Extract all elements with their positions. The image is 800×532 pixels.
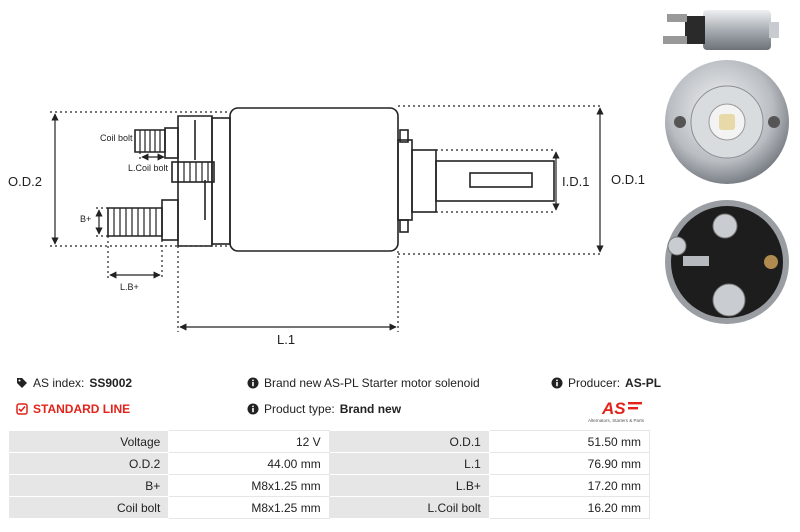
as-index-label: AS index: xyxy=(33,376,85,390)
product-info: AS index: SS9002 STANDARD LINE Brand new… xyxy=(0,370,800,426)
solenoid-technical-drawing: O.D.2 O.D.1 I.D.1 L.1 L.B+ B+ Coil bolt … xyxy=(8,105,645,347)
spec-label: L.B+ xyxy=(328,474,490,497)
spec-label: Coil bolt xyxy=(7,496,170,519)
table-row: B+ M8x1.25 mm L.B+ 17.20 mm xyxy=(7,474,651,497)
check-square-icon xyxy=(16,403,28,415)
spec-value: 44.00 mm xyxy=(168,452,330,475)
line-label: STANDARD LINE xyxy=(33,402,131,416)
l-b-plus-label: L.B+ xyxy=(120,282,139,292)
producer-label: Producer: xyxy=(568,376,621,390)
spec-value: 17.20 mm xyxy=(488,474,651,497)
solenoid-outline xyxy=(107,107,555,252)
table-row: O.D.2 44.00 mm L.1 76.90 mm xyxy=(7,452,651,475)
od1-label: O.D.1 xyxy=(611,172,645,187)
as-index: AS index: SS9002 xyxy=(16,376,132,390)
side-view-photo xyxy=(663,10,779,50)
spec-value: M8x1.25 mm xyxy=(168,496,330,519)
producer: Producer: AS-PL xyxy=(551,376,661,390)
as-index-value: SS9002 xyxy=(89,376,133,390)
spec-value: 16.20 mm xyxy=(488,496,651,519)
spec-label: L.Coil bolt xyxy=(328,496,490,519)
od2-label: O.D.2 xyxy=(8,174,42,189)
product-type-label: Product type: xyxy=(264,402,335,416)
l1-label: L.1 xyxy=(277,332,295,347)
description: Brand new AS-PL Starter motor solenoid xyxy=(247,376,480,390)
l-coil-bolt-label: L.Coil bolt xyxy=(128,163,169,173)
spec-label: O.D.2 xyxy=(7,452,170,475)
id1-label: I.D.1 xyxy=(562,174,589,189)
tag-icon xyxy=(16,377,28,389)
spec-value: 12 V xyxy=(168,430,330,453)
table-row: Voltage 12 V O.D.1 51.50 mm xyxy=(7,430,651,453)
table-row: Coil bolt M8x1.25 mm L.Coil bolt 16.20 m… xyxy=(7,496,651,519)
spec-label: L.1 xyxy=(328,452,490,475)
coil-bolt-label: Coil bolt xyxy=(100,133,133,143)
rear-view-photo xyxy=(665,200,789,324)
producer-value: AS-PL xyxy=(625,376,662,390)
info-icon xyxy=(551,377,563,389)
product-photos xyxy=(663,10,789,324)
spec-value: M8x1.25 mm xyxy=(168,474,330,497)
product-type: Product type: Brand new xyxy=(247,402,401,416)
spec-value: 51.50 mm xyxy=(488,430,651,453)
as-pl-logo: AS Alternators, Starters & Parts xyxy=(588,399,645,423)
specs-table: Voltage 12 V O.D.1 51.50 mm O.D.2 44.00 … xyxy=(7,430,651,519)
description-text: Brand new AS-PL Starter motor solenoid xyxy=(264,376,480,390)
spec-label: Voltage xyxy=(7,430,170,453)
spec-value: 76.90 mm xyxy=(488,452,651,475)
logo-mark: AS xyxy=(601,399,626,418)
info-icon xyxy=(247,377,259,389)
b-plus-label: B+ xyxy=(80,214,91,224)
logo-tagline: Alternators, Starters & Parts xyxy=(588,418,645,423)
spec-label: O.D.1 xyxy=(328,430,490,453)
spec-label: B+ xyxy=(7,474,170,497)
product-type-value: Brand new xyxy=(339,402,402,416)
info-icon xyxy=(247,403,259,415)
front-view-photo xyxy=(665,60,789,184)
product-line: STANDARD LINE xyxy=(16,402,130,416)
